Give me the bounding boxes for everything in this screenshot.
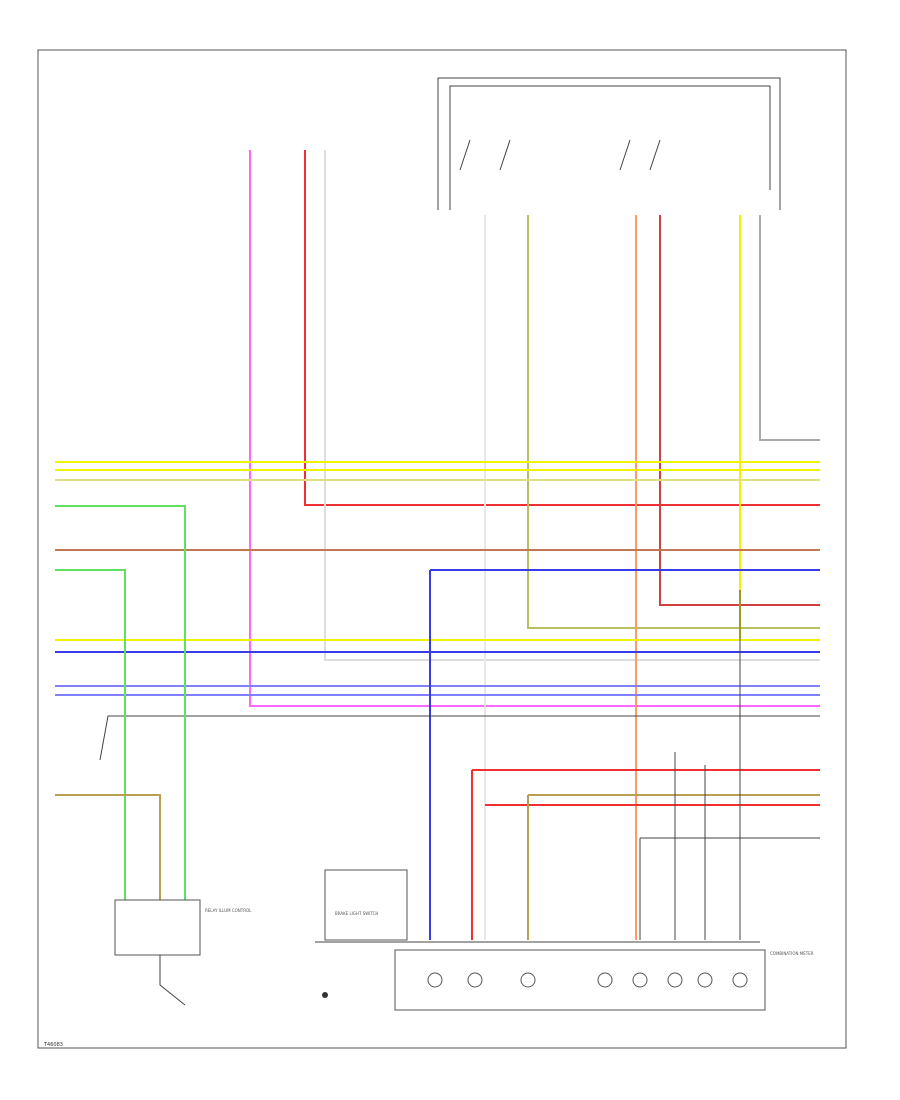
brake-switch-box [324, 869, 408, 941]
wire-gray-v [759, 215, 820, 441]
bulb-4 [597, 972, 613, 988]
bulb-7 [697, 972, 713, 988]
wire-pink [249, 150, 820, 707]
bulb-2 [467, 972, 483, 988]
relay-box [114, 899, 201, 956]
bulb-8 [732, 972, 748, 988]
meter-label: COMBINATION METER [770, 951, 814, 956]
wire-olive [527, 215, 820, 629]
bulb-1 [427, 972, 443, 988]
bulb-6 [667, 972, 683, 988]
wire-darkred [659, 215, 820, 606]
switch-inner [449, 85, 771, 210]
switch-bracket [437, 77, 781, 210]
ground-dot [322, 992, 328, 998]
wire-gray-lower [639, 837, 820, 940]
bus-blue-2 [429, 569, 820, 940]
wire-gray-drops [674, 590, 741, 940]
relay-ground [159, 955, 186, 1006]
page-code: T46083 [43, 1042, 63, 1048]
wire-olive-relay [55, 794, 161, 900]
wire-green-2 [55, 569, 126, 900]
diagram-frame [37, 49, 847, 1049]
bulb-3 [520, 972, 536, 988]
wire-olive-lower [527, 794, 820, 940]
brake-label: BRAKE LIGHT SWITCH [335, 911, 378, 916]
wire-green-1 [55, 505, 186, 900]
bulb-5 [632, 972, 648, 988]
wire-red-lower [471, 769, 820, 940]
wire-red [304, 150, 820, 506]
wire-white [324, 150, 820, 661]
relay-label: RELAY ILLUM CONTROL [205, 908, 252, 913]
bus-gray [99, 715, 820, 761]
combination-meter [394, 949, 766, 1011]
switch-contacts [459, 139, 661, 171]
